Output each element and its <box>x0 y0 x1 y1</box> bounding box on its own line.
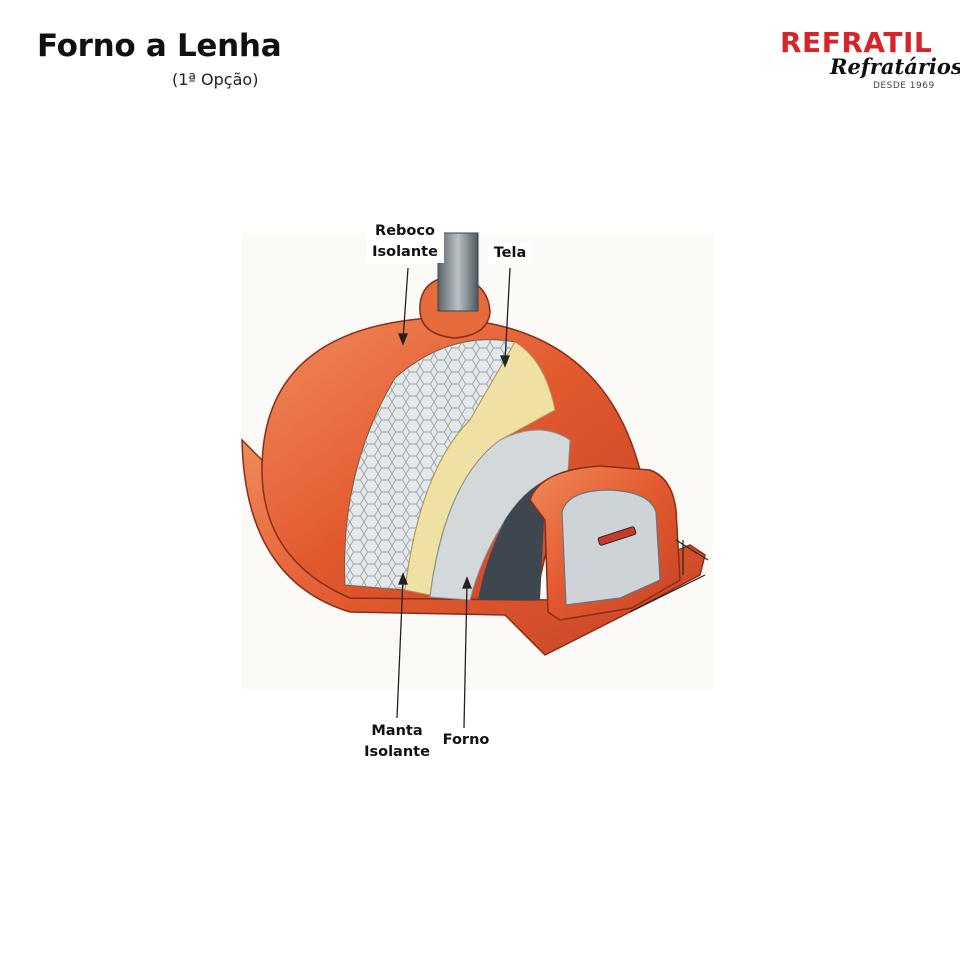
label-reboco-isolante: Reboco Isolante <box>366 221 444 263</box>
leader-reboco <box>402 267 409 341</box>
dimension-line <box>675 539 709 561</box>
logo-script: Refratários <box>830 54 960 79</box>
label-tela: Tela <box>488 243 532 264</box>
door-face <box>561 489 661 606</box>
chimney-pipe <box>437 232 479 312</box>
arrowhead-manta <box>398 572 408 585</box>
label-forno: Forno <box>442 732 490 748</box>
refratil-logo: REFRATIL Refratários DESDE 1969 <box>776 26 960 98</box>
logo-brand: REFRATIL <box>780 26 933 59</box>
leader-forno <box>463 581 468 729</box>
label-manta-isolante: Manta Isolante <box>364 723 430 760</box>
mesh-hex-texture <box>344 339 515 590</box>
page-title: Forno a Lenha <box>37 28 282 64</box>
arrowhead-forno <box>462 576 472 589</box>
dimension-line <box>629 574 706 613</box>
page-subtitle: (1ª Opção) <box>172 70 259 89</box>
door-handle <box>597 526 637 546</box>
logo-since: DESDE 1969 <box>873 81 935 91</box>
leader-tela <box>504 267 511 363</box>
oven-cavity <box>478 472 568 600</box>
refractory-oven-layer <box>429 429 571 601</box>
leader-manta <box>396 577 404 719</box>
arrowhead-reboco <box>398 333 408 346</box>
arrowhead-tela <box>500 355 510 368</box>
